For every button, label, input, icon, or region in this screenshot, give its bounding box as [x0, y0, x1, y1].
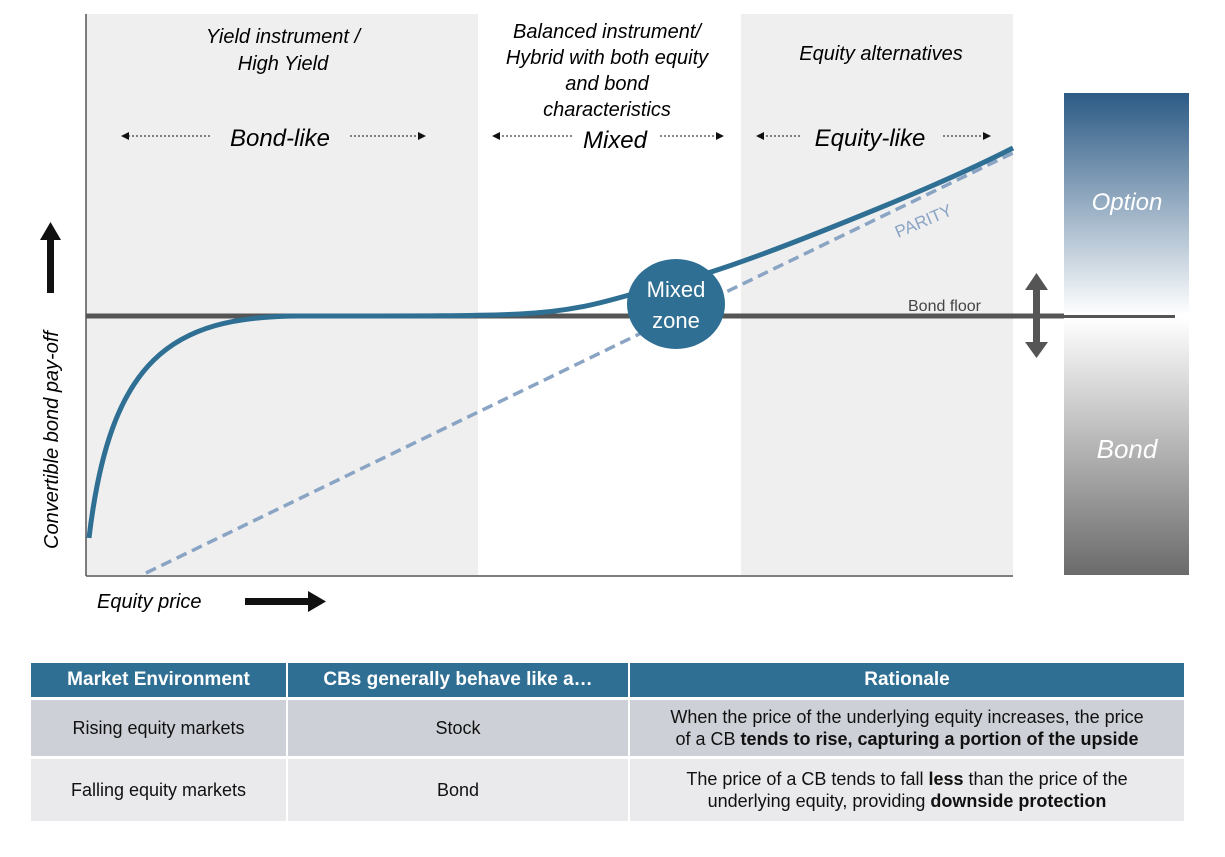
table-row: Rising equity markets Stock When the pri…	[31, 698, 1184, 759]
table-header-row: Market Environment CBs generally behave …	[31, 663, 1184, 700]
x-axis-right-arrow-icon	[245, 591, 326, 612]
row-rationale: The price of a CB tends to fall less tha…	[629, 757, 1184, 821]
left-zone-title-2: High Yield	[238, 53, 329, 75]
mixed-zone-label-1: Mixed	[647, 277, 706, 302]
y-axis-label: Convertible bond pay-off	[41, 329, 63, 549]
row-environment: Rising equity markets	[31, 698, 288, 759]
mid-zone-title-2: Hybrid with both equity	[506, 47, 709, 69]
right-zone-title: Equity alternatives	[799, 43, 962, 65]
mixed-zone-circle	[627, 259, 725, 349]
rationale-bold-text: downside protection	[930, 791, 1107, 811]
header-rationale: Rationale	[629, 663, 1184, 700]
rationale-bold-text: less	[928, 769, 964, 789]
equity-like-label: Equity-like	[815, 125, 926, 152]
left-zone-title-1: Yield instrument /	[206, 26, 363, 48]
zone-equity-like-shade	[741, 14, 1013, 575]
bond-floor-label: Bond floor	[908, 298, 982, 315]
rationale-text: When the price of the underlying equity …	[670, 707, 1144, 727]
header-market-environment: Market Environment	[31, 663, 288, 700]
mixed-label: Mixed	[583, 127, 648, 154]
option-bar	[1064, 93, 1189, 315]
mixed-zone-label-2: zone	[652, 308, 700, 333]
mid-zone-title-4: characteristics	[543, 99, 671, 121]
option-label: Option	[1092, 189, 1163, 216]
row-behaves-like: Stock	[287, 698, 630, 759]
zone-bond-like-shade	[86, 14, 478, 575]
bond-bar	[1064, 318, 1189, 575]
row-rationale: When the price of the underlying equity …	[629, 698, 1184, 759]
y-axis-up-arrow-icon	[40, 222, 61, 293]
mid-zone-title-3: and bond	[565, 73, 649, 95]
bond-label: Bond	[1097, 434, 1159, 464]
convertible-bond-diagram: Yield instrument / High Yield Balanced i…	[40, 14, 1189, 613]
rationale-bold-text: tends to rise, capturing a portion of th…	[740, 729, 1139, 749]
rationale-text: The price of a CB tends to fall	[686, 769, 929, 789]
convertible-payoff-curve	[86, 145, 1015, 539]
rationale-text: of a CB	[675, 729, 741, 749]
mid-zone-title-1: Balanced instrument/	[513, 21, 703, 43]
double-vertical-arrow-icon	[1025, 273, 1048, 358]
bond-like-label: Bond-like	[230, 125, 330, 152]
x-axis-label: Equity price	[97, 591, 202, 613]
row-behaves-like: Bond	[287, 757, 630, 821]
market-behavior-table: Market Environment CBs generally behave …	[31, 663, 1184, 821]
row-environment: Falling equity markets	[31, 757, 288, 821]
table-row: Falling equity markets Bond The price of…	[31, 757, 1184, 821]
rationale-text: underlying equity, providing	[707, 791, 931, 811]
parity-line	[145, 150, 1016, 575]
rationale-text: than the price of the	[963, 769, 1128, 789]
header-behaves-like: CBs generally behave like a…	[287, 663, 630, 700]
